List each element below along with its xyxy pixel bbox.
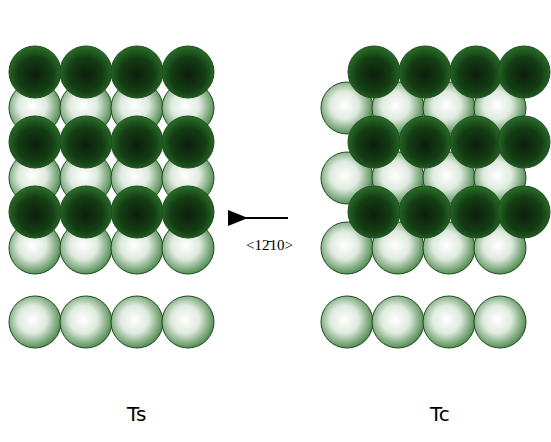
dark-atom — [498, 116, 550, 168]
direction-label: <12̄10> — [244, 237, 295, 254]
dark-atom — [162, 186, 214, 238]
dark-atom — [498, 186, 550, 238]
panel-label: Tc — [430, 402, 450, 426]
dark-atom — [9, 116, 61, 168]
light-atom — [162, 296, 214, 348]
light-atom — [474, 296, 526, 348]
panel-label: Ts — [127, 402, 146, 426]
dark-atom — [348, 46, 400, 98]
dark-atom — [60, 116, 112, 168]
dark-atom — [9, 46, 61, 98]
dark-atom — [399, 186, 451, 238]
dark-atom — [450, 116, 502, 168]
dark-atom — [348, 116, 400, 168]
dark-atom — [111, 46, 163, 98]
dark-atom — [348, 186, 400, 238]
dark-atom — [9, 186, 61, 238]
dark-atom — [498, 46, 550, 98]
dark-atom — [450, 46, 502, 98]
light-atom — [423, 296, 475, 348]
light-atom — [60, 296, 112, 348]
dark-atom — [399, 116, 451, 168]
light-atom — [111, 296, 163, 348]
dark-atom — [111, 116, 163, 168]
dark-atom — [450, 186, 502, 238]
atom-spheres — [9, 46, 550, 348]
dark-atom — [162, 46, 214, 98]
light-atom — [321, 296, 373, 348]
light-atom — [9, 296, 61, 348]
direction-arrow — [246, 217, 288, 219]
dark-atom — [60, 186, 112, 238]
dark-atom — [399, 46, 451, 98]
dark-atom — [111, 186, 163, 238]
light-atom — [372, 296, 424, 348]
dark-atom — [162, 116, 214, 168]
dark-atom — [60, 46, 112, 98]
